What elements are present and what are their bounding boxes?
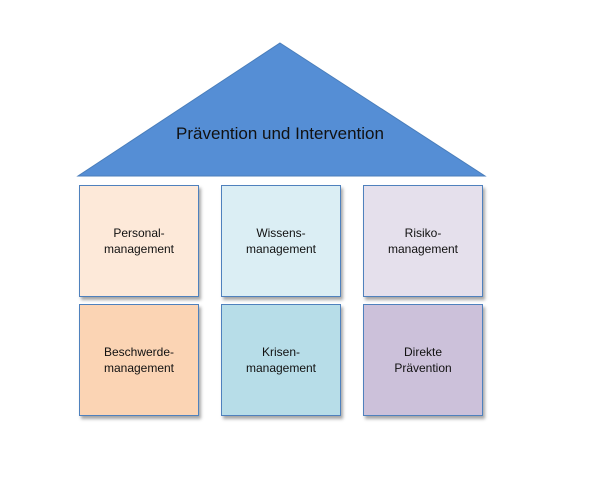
pillar-personalmanagement: Personal- management bbox=[79, 185, 199, 297]
pillar-label: Krisen- management bbox=[245, 345, 317, 375]
pillar-risikomanagement: Risiko- management bbox=[363, 185, 483, 297]
pillar-beschwerdemanagement: Beschwerde- management bbox=[79, 304, 199, 416]
pillar-krisenmanagement: Krisen- management bbox=[221, 304, 341, 416]
pillar-label: Risiko- management bbox=[387, 226, 459, 256]
roof-triangle bbox=[76, 42, 487, 177]
pillar-wissensmanagement: Wissens- management bbox=[221, 185, 341, 297]
pillar-label: Wissens- management bbox=[245, 226, 317, 256]
pillar-label: Beschwerde- management bbox=[103, 345, 175, 375]
pillar-label: Direkte Prävention bbox=[394, 345, 452, 375]
pillar-label: Personal- management bbox=[103, 226, 175, 256]
pillar-direkte-praevention: Direkte Prävention bbox=[363, 304, 483, 416]
roof-title: Prävention und Intervention bbox=[176, 124, 384, 143]
